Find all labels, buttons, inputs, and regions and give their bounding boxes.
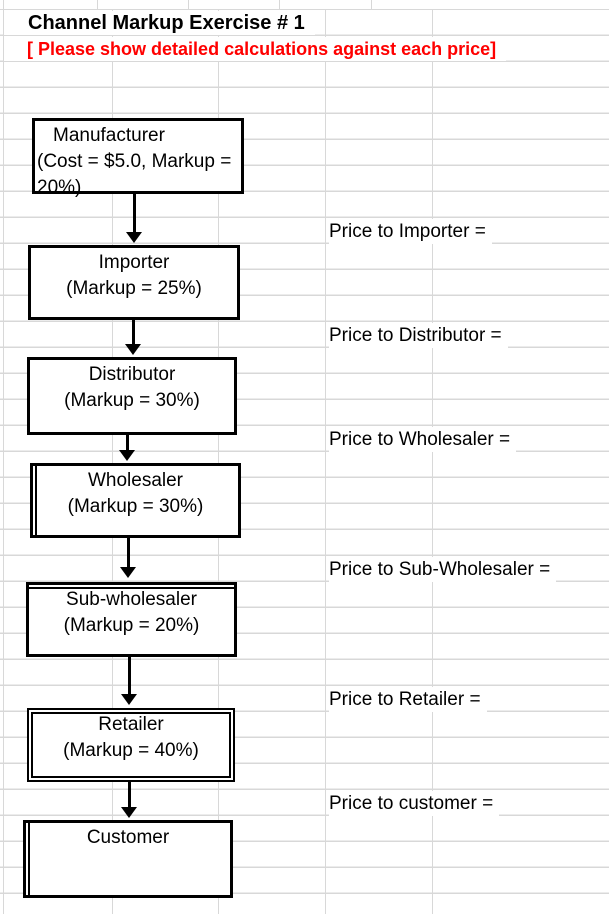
flow-node-customer[interactable]: Customer — [23, 820, 233, 898]
grid-column-line — [112, 10, 114, 914]
down-arrow-icon — [120, 567, 136, 578]
price-to-retailer-cell[interactable]: Price to Retailer = — [329, 687, 487, 712]
grid-column-line-top — [188, 0, 190, 9]
node-title: Importer — [98, 252, 170, 273]
grid-column-line-top — [371, 0, 373, 9]
down-arrow-icon — [126, 232, 142, 243]
node-title: Retailer — [98, 714, 164, 735]
grid-column-line — [432, 10, 434, 914]
node-title: Wholesaler — [87, 470, 184, 491]
node-subtitle: (Markup = 20%) — [63, 615, 200, 636]
arrow-stem — [127, 538, 130, 567]
price-to-importer-cell[interactable]: Price to Importer = — [329, 219, 492, 244]
node-subtitle: (Markup = 30%) — [64, 390, 200, 411]
price-to-distributor-cell[interactable]: Price to Distributor = — [329, 323, 508, 348]
arrow-stem — [128, 782, 131, 807]
arrow-stem — [132, 320, 135, 344]
down-arrow-icon — [119, 450, 135, 461]
flow-node-distributor[interactable]: Distributor (Markup = 30%) — [27, 357, 237, 435]
grid-column-line — [325, 10, 327, 914]
node-subtitle: (Markup = 30%) — [67, 496, 204, 517]
price-to-customer-cell[interactable]: Price to customer = — [329, 791, 500, 816]
flow-node-importer[interactable]: Importer (Markup = 25%) — [28, 245, 240, 320]
price-to-wholesaler-cell[interactable]: Price to Wholesaler = — [329, 427, 517, 452]
node-title: Customer — [86, 827, 170, 848]
price-to-sub-wholesaler-cell[interactable]: Price to Sub-Wholesaler = — [329, 557, 557, 582]
arrow-stem — [133, 194, 136, 232]
flow-node-retailer[interactable]: Retailer (Markup = 40%) — [27, 708, 235, 782]
grid-column-line — [3, 10, 5, 914]
flow-node-wholesaler[interactable]: Wholesaler (Markup = 30%) — [30, 463, 241, 538]
arrow-stem — [126, 435, 129, 450]
grid-column-line-top — [3, 0, 5, 9]
arrow-stem — [128, 657, 131, 694]
node-subtitle: (Markup = 40%) — [63, 740, 199, 761]
node-subtitle: (Markup = 25%) — [66, 278, 202, 299]
node-title: Distributor — [88, 364, 176, 385]
grid-column-line — [218, 10, 220, 914]
page-title: Channel Markup Exercise # 1 — [4, 11, 315, 35]
node-title: Sub-wholesaler — [66, 589, 197, 610]
flow-node-manufacturer[interactable]: Manufacturer (Cost = $5.0, Markup = 20%) — [32, 118, 244, 198]
down-arrow-icon — [121, 807, 137, 818]
node-subtitle: (Cost = $5.0, Markup = 20%) — [37, 151, 232, 198]
grid-column-line-top — [97, 0, 99, 9]
down-arrow-icon — [125, 344, 141, 355]
grid-column-line-top — [279, 0, 281, 9]
flow-node-sub-wholesaler[interactable]: Sub-wholesaler (Markup = 20%) — [26, 582, 237, 657]
grid-top-strip-line — [0, 9, 609, 11]
page-subtitle: [ Please show detailed calculations agai… — [4, 37, 507, 61]
down-arrow-icon — [121, 694, 137, 705]
node-title: Manufacturer — [53, 125, 165, 146]
